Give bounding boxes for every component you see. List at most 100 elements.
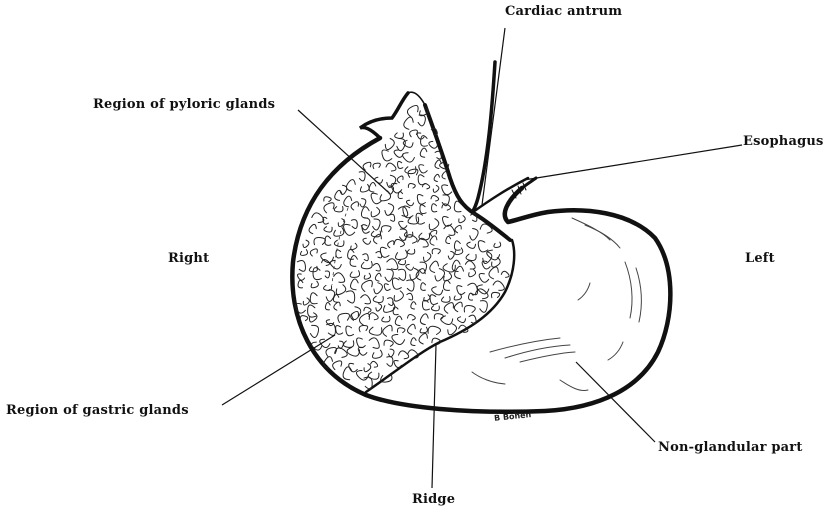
- gland-squiggle: [469, 270, 476, 277]
- gland-squiggle: [432, 287, 443, 295]
- gland-squiggle: [398, 269, 405, 280]
- gland-squiggle: [351, 243, 357, 249]
- gland-squiggle: [389, 349, 395, 357]
- glandular-texture: [296, 105, 509, 389]
- gland-squiggle: [395, 133, 404, 138]
- leader-ridge: [432, 345, 436, 488]
- gland-squiggle: [434, 314, 443, 320]
- gland-squiggle: [373, 264, 380, 271]
- gland-squiggle: [423, 184, 430, 189]
- gland-squiggle: [373, 350, 383, 358]
- gland-squiggle: [416, 213, 424, 224]
- label-left: Left: [745, 251, 775, 267]
- gland-squiggle: [418, 115, 425, 126]
- gland-squiggle: [324, 227, 332, 232]
- gland-squiggle: [382, 150, 392, 161]
- gland-squiggle: [361, 295, 371, 304]
- gland-squiggle: [384, 340, 393, 346]
- gland-squiggle: [336, 285, 345, 295]
- label-pyloric-glands: Region of pyloric glands: [93, 97, 275, 113]
- gland-squiggle: [314, 237, 325, 244]
- gland-squiggle: [429, 219, 439, 230]
- gland-squiggle: [455, 225, 461, 232]
- gland-squiggle: [335, 348, 348, 358]
- gland-squiggle: [300, 250, 307, 256]
- gland-squiggle: [493, 281, 504, 290]
- gland-squiggle: [419, 333, 427, 344]
- gland-squiggle: [442, 172, 448, 179]
- gland-squiggle: [346, 180, 355, 192]
- gland-squiggle: [334, 302, 340, 310]
- gland-squiggle: [364, 307, 371, 312]
- gland-squiggle: [374, 283, 383, 294]
- gland-squiggle: [386, 163, 396, 171]
- gland-squiggle: [399, 351, 409, 359]
- label-right: Right: [168, 251, 209, 267]
- gland-squiggle: [444, 303, 453, 314]
- gland-squiggle: [444, 225, 455, 235]
- gland-squiggle: [389, 214, 394, 221]
- gland-squiggle: [454, 294, 461, 300]
- gland-squiggle: [385, 139, 394, 150]
- gland-squiggle: [430, 236, 437, 245]
- gland-squiggle: [398, 192, 402, 199]
- gland-squiggle: [394, 291, 403, 301]
- gland-squiggle: [407, 293, 413, 300]
- gland-squiggle: [407, 249, 414, 254]
- gland-squiggle: [489, 267, 498, 279]
- gland-squiggle: [311, 281, 318, 288]
- gland-squiggle: [346, 326, 354, 336]
- gland-squiggle: [420, 327, 427, 333]
- gland-squiggle: [351, 279, 359, 290]
- gland-squiggle: [346, 291, 355, 303]
- gland-squiggle: [446, 236, 451, 243]
- gland-squiggle: [411, 338, 416, 346]
- gland-squiggle: [359, 325, 368, 331]
- gland-squiggle: [324, 203, 334, 213]
- gland-squiggle: [431, 195, 439, 201]
- gland-squiggle: [420, 205, 426, 214]
- gland-squiggle: [465, 261, 475, 269]
- leader-cardiac-antrum: [482, 28, 505, 205]
- gland-squiggle: [454, 241, 460, 250]
- gland-squiggle: [369, 338, 379, 349]
- gland-squiggle: [442, 204, 451, 210]
- gland-squiggle: [395, 316, 402, 325]
- gland-squiggle: [455, 266, 464, 278]
- gland-squiggle: [420, 148, 427, 157]
- gland-squiggle: [381, 226, 391, 232]
- gland-squiggle: [494, 242, 501, 247]
- gland-squiggle: [350, 271, 359, 278]
- gland-squiggle: [432, 204, 437, 212]
- gland-squiggle: [406, 264, 414, 270]
- gland-squiggle: [383, 325, 392, 336]
- gland-squiggle: [373, 219, 381, 230]
- gland-squiggle: [408, 314, 416, 320]
- gland-squiggle: [387, 259, 398, 270]
- gland-squiggle: [420, 314, 428, 325]
- label-non-glandular: Non-glandular part: [658, 440, 803, 456]
- gland-squiggle: [361, 218, 370, 230]
- gland-squiggle: [432, 249, 440, 254]
- gland-squiggle: [361, 207, 369, 218]
- gland-squiggle: [448, 251, 454, 259]
- gland-squiggle: [459, 216, 465, 223]
- gland-squiggle: [467, 242, 476, 248]
- gland-squiggle: [310, 325, 318, 337]
- gland-squiggle: [373, 296, 383, 302]
- gland-squiggle: [371, 207, 380, 217]
- gland-squiggle: [338, 313, 350, 322]
- gland-squiggle: [303, 298, 309, 305]
- gland-squiggle: [371, 361, 378, 367]
- gland-squiggle: [411, 302, 416, 309]
- gland-squiggle: [363, 254, 368, 261]
- gland-squiggle: [442, 185, 452, 195]
- gland-squiggle: [384, 284, 390, 291]
- gland-squiggle: [330, 260, 341, 269]
- gland-squiggle: [298, 280, 303, 287]
- gland-squiggle: [344, 224, 355, 235]
- gland-squiggle: [333, 361, 342, 370]
- gland-squiggle: [344, 341, 354, 348]
- gland-squiggle: [348, 249, 354, 259]
